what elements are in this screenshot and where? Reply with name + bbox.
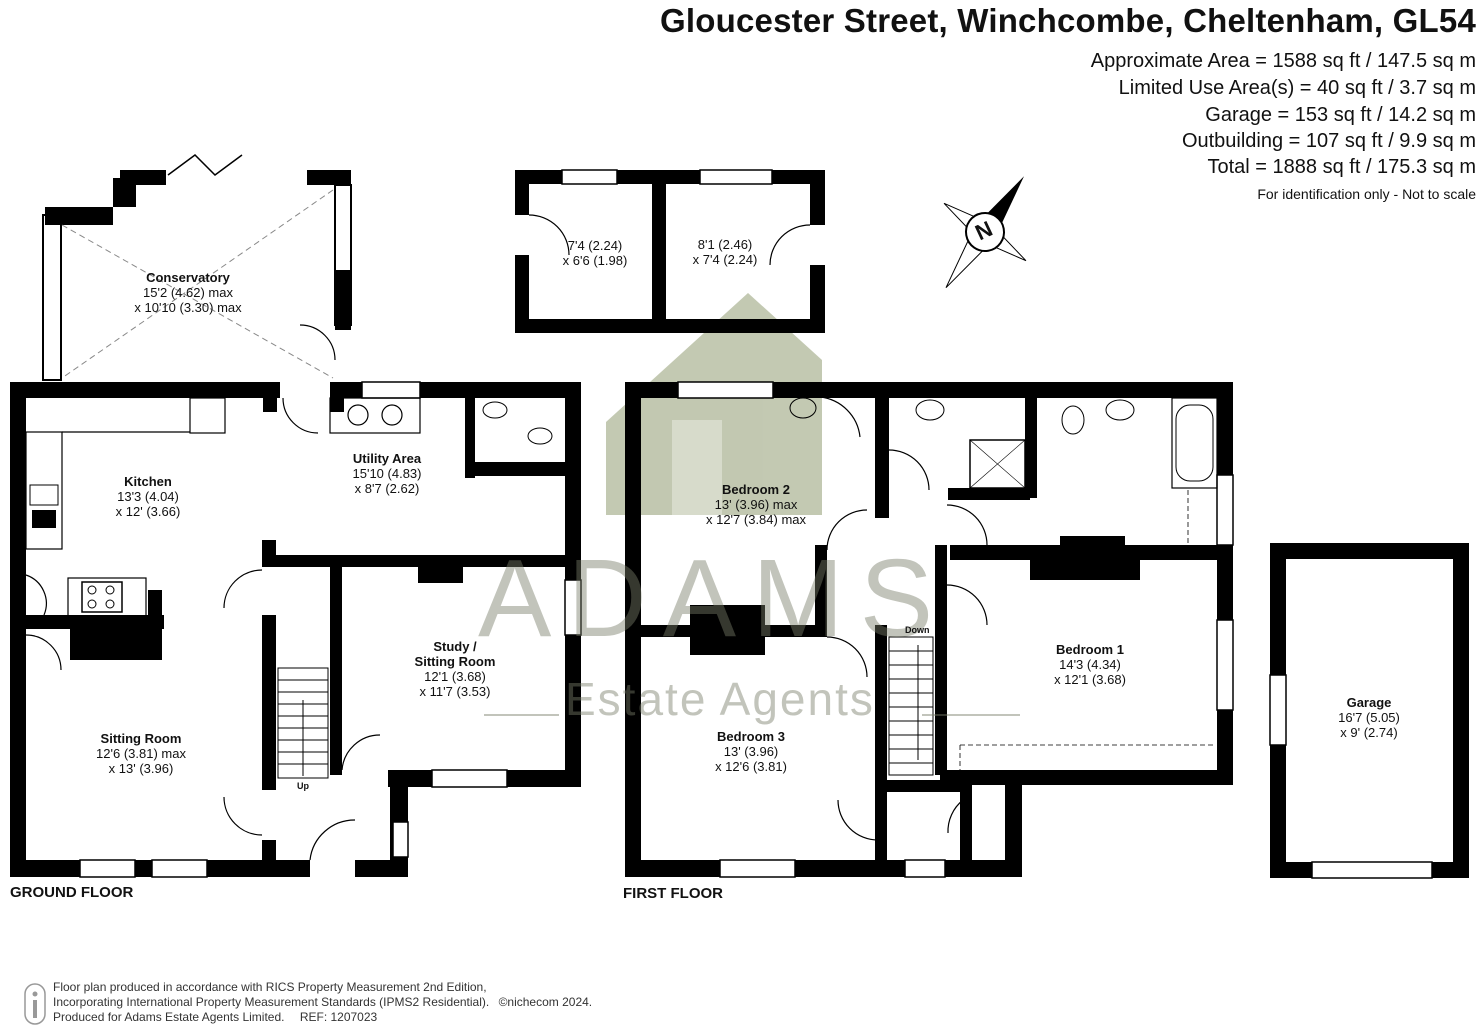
room-label-study: Study / Sitting Room 12'1 (3.68) x 11'7 … [415,639,496,699]
room-label-outbuilding-1: 7'4 (2.24) x 6'6 (1.98) [563,238,628,268]
area-garage: Garage = 153 sq ft / 14.2 sq m [1205,104,1476,126]
room-name: Bedroom 3 [717,729,785,744]
north-compass-icon [943,176,1027,289]
room-dimension: 13' (3.96) [723,744,779,759]
room-dimension: 7'4 (2.24) [567,238,623,253]
stairs-down-label: Down [905,625,930,635]
room-name: Kitchen [124,474,172,489]
room-name: Sitting Room [100,731,182,746]
room-name: Bedroom 2 [722,482,790,497]
room-label-bedroom-1: Bedroom 1 14'3 (4.34) x 12'1 (3.68) [1054,642,1126,687]
area-outbuilding: Outbuilding = 107 sq ft / 9.9 sq m [1181,130,1476,152]
room-label-conservatory: Conservatory 15'2 (4.62) max x 10'10 (3.… [134,270,241,315]
room-dimension: x 12' (3.66) [115,504,181,519]
property-title: Gloucester Street, Winchcombe, Cheltenha… [660,2,1476,39]
room-dimension: x 12'1 (3.68) [1054,672,1126,687]
room-label-bedroom-3: Bedroom 3 13' (3.96) x 12'6 (3.81) [715,729,787,774]
room-dimension: 8'1 (2.46) [697,237,753,252]
room-dimension: x 9' (2.74) [1340,725,1398,740]
watermark-house-logo [606,293,822,515]
area-approximate: Approximate Area = 1588 sq ft / 147.5 sq… [1090,50,1476,72]
room-label-kitchen: Kitchen 13'3 (4.04) x 12' (3.66) [116,474,181,519]
room-dimension: x 11'7 (3.53) [419,684,491,699]
room-name: Conservatory [146,270,230,285]
footer-line-2-row: Incorporating International Property Mea… [53,995,592,1010]
room-dimension: x 13' (3.96) [108,761,174,776]
watermark-brand: ADAMS [478,537,950,660]
room-dimension: 12'6 (3.81) max [96,746,186,761]
footer-line-2: Incorporating International Property Mea… [53,995,490,1009]
footer-line-3: Produced for Adams Estate Agents Limited… [53,1010,285,1024]
stairs-up-label: Up [297,781,309,791]
room-name: Utility Area [352,451,422,466]
room-dimension: 15'2 (4.62) max [143,285,233,300]
room-dimension: x 12'6 (3.81) [715,759,787,774]
room-dimension: 14'3 (4.34) [1059,657,1121,672]
room-label-outbuilding-2: 8'1 (2.46) x 7'4 (2.24) [693,237,758,267]
room-label-garage: Garage 16'7 (5.05) x 9' (2.74) [1338,695,1400,740]
watermark-rule-left [484,714,559,716]
footer-text: Floor plan produced in accordance with R… [53,980,592,1025]
first-floor-label: FIRST FLOOR [623,885,723,902]
footer-copyright: ©nichecom 2024. [498,995,593,1009]
room-dimension: 13'3 (4.04) [117,489,179,504]
footer-ref: REF: 1207023 [299,1010,378,1024]
room-dimension: 12'1 (3.68) [424,669,486,684]
room-name: Sitting Room [414,654,496,669]
room-dimension: x 7'4 (2.24) [692,252,758,267]
room-name: Study / [433,639,477,654]
room-label-utility-area: Utility Area 15'10 (4.83) x 8'7 (2.62) [353,451,422,496]
footer-line-1: Floor plan produced in accordance with R… [53,980,487,994]
scale-disclaimer: For identification only - Not to scale [1257,186,1476,202]
footer-line-3-row: Produced for Adams Estate Agents Limited… [53,1010,592,1025]
ground-floor-label: GROUND FLOOR [10,884,134,901]
room-label-sitting-room: Sitting Room 12'6 (3.81) max x 13' (3.96… [96,731,186,776]
room-name: Bedroom 1 [1056,642,1124,657]
watermark-subtitle: Estate Agents [565,673,875,725]
room-name: Garage [1346,695,1392,710]
room-dimension: x 12'7 (3.84) max [705,512,807,527]
room-dimension: 16'7 (5.05) [1338,710,1400,725]
info-icon [24,983,46,1025]
room-dimension: x 8'7 (2.62) [354,481,420,496]
area-limited-use: Limited Use Area(s) = 40 sq ft / 3.7 sq … [1118,77,1476,99]
room-label-bedroom-2: Bedroom 2 13' (3.96) max x 12'7 (3.84) m… [706,482,806,527]
watermark-rule-right [922,714,1020,716]
room-dimension: x 10'10 (3.30) max [134,300,242,315]
area-total: Total = 1888 sq ft / 175.3 sq m [1207,156,1477,178]
room-dimension: 13' (3.96) max [714,497,798,512]
room-dimension: x 6'6 (1.98) [562,253,628,268]
room-dimension: 15'10 (4.83) [352,466,422,481]
